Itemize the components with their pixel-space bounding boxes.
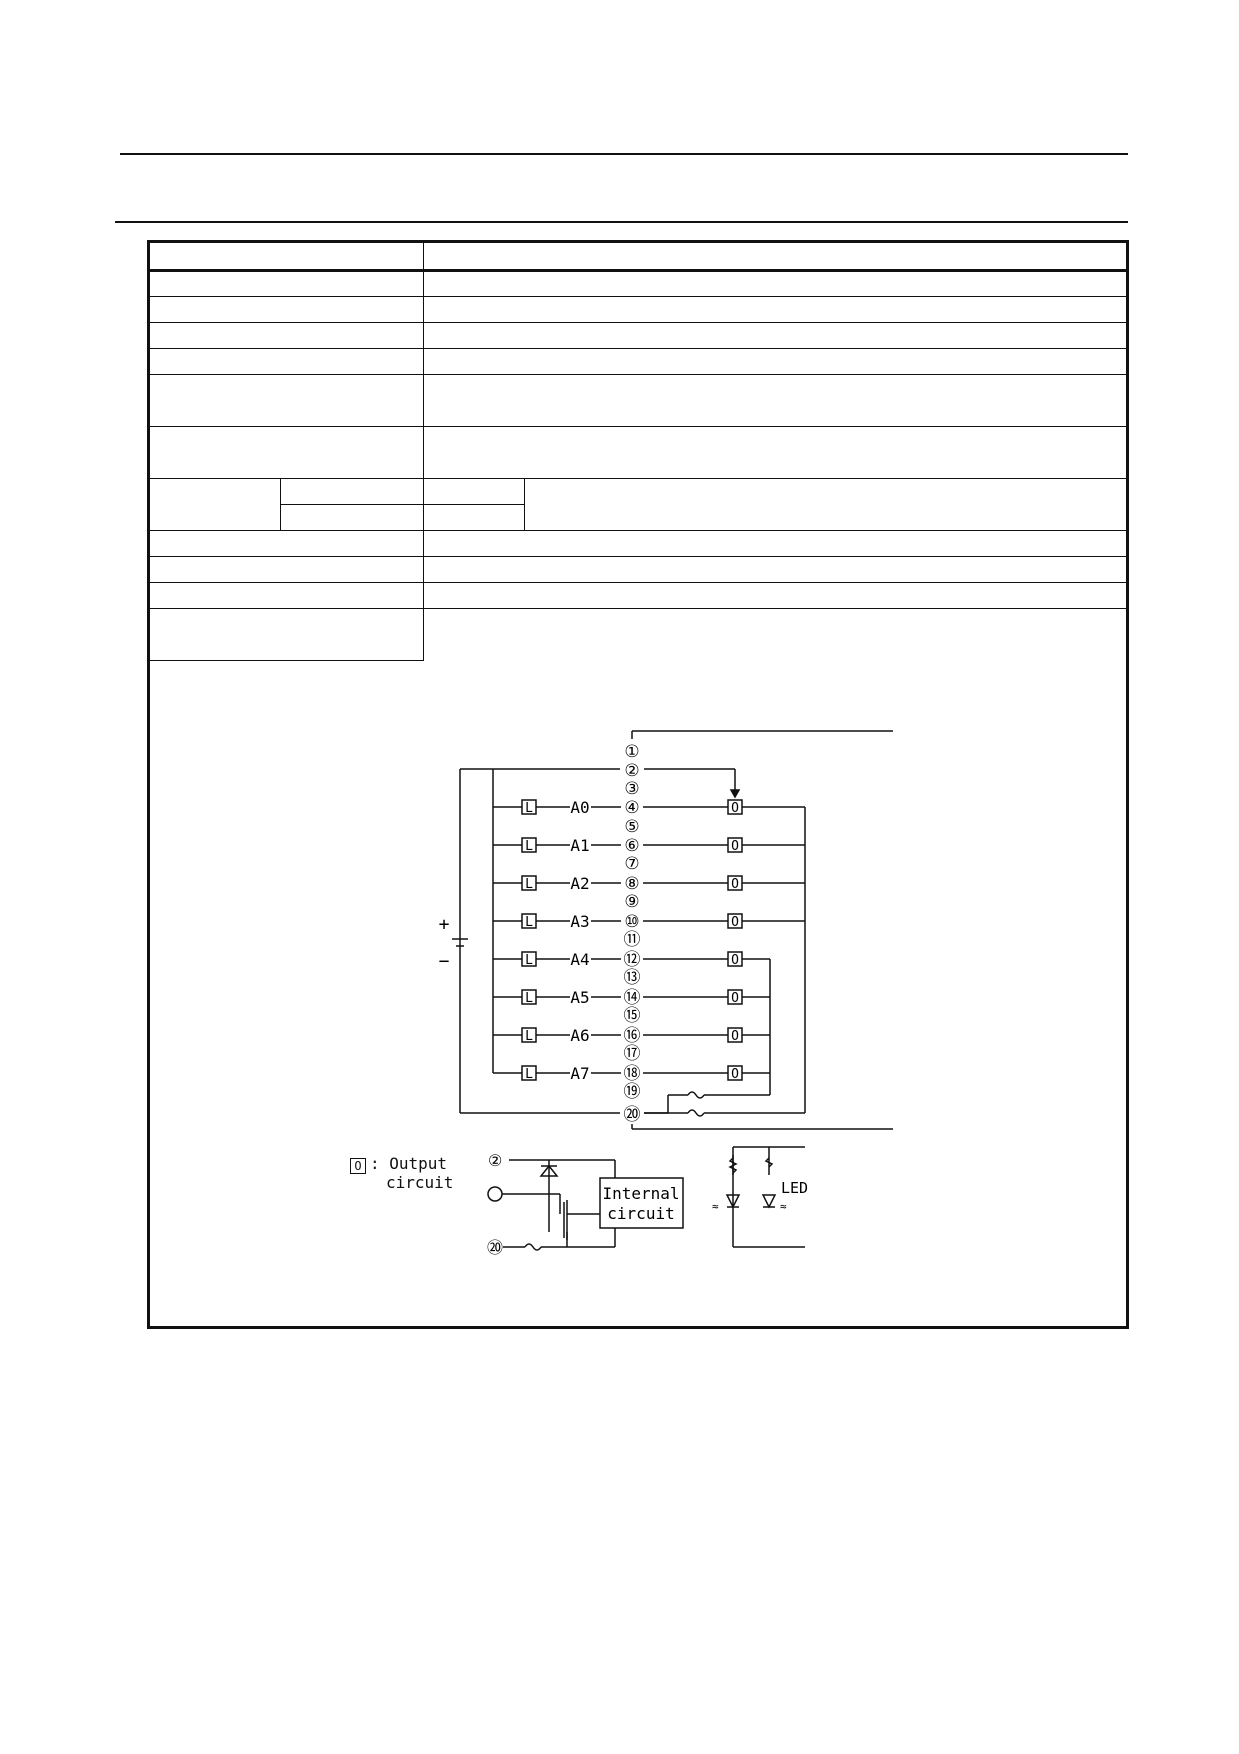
terminal-18: ⑱ xyxy=(624,1064,641,1084)
address-label: A2 xyxy=(570,874,589,893)
output-circuit-icon xyxy=(727,913,743,929)
table-header-row xyxy=(148,241,1129,272)
legend-terminal-top: ② xyxy=(488,1151,502,1170)
address-label: A6 xyxy=(570,1026,589,1045)
table-header-cell xyxy=(422,241,1129,272)
load-icon xyxy=(521,989,537,1005)
load-icon-label: L xyxy=(525,877,533,892)
output-circuit-icon xyxy=(727,1065,743,1081)
load-icon-label: L xyxy=(525,953,533,968)
table-row xyxy=(148,426,1129,479)
terminal-7: ⑦ xyxy=(624,854,639,874)
output-circuit-icon xyxy=(727,951,743,967)
address-label: A3 xyxy=(570,912,589,931)
address-label: A7 xyxy=(570,1064,589,1083)
minus-sign: − xyxy=(439,951,450,972)
internal-circuit-label: Internal xyxy=(602,1184,679,1203)
plus-sign: + xyxy=(439,914,450,935)
output-circuit-icon-label: O xyxy=(731,801,739,816)
load-icon xyxy=(521,837,537,853)
load-icon xyxy=(521,875,537,891)
terminal-2: ② xyxy=(624,761,639,781)
load-icon-label: L xyxy=(525,991,533,1006)
output-circuit-icon-label: O xyxy=(731,953,739,968)
header-rule-top xyxy=(120,153,1128,155)
output-circuit-icon-label: O xyxy=(731,1067,739,1082)
output-circuit-icon-label: O xyxy=(731,991,739,1006)
table-row xyxy=(148,530,1129,557)
light-emission-icon: ≈ xyxy=(712,1200,719,1213)
load-icon-label: L xyxy=(525,839,533,854)
table-row xyxy=(148,608,1128,661)
terminal-17: ⑰ xyxy=(624,1044,641,1064)
output-circuit-icon-label: O xyxy=(731,1029,739,1044)
terminal-5: ⑤ xyxy=(624,817,639,837)
output-legend-label: : Output xyxy=(370,1154,448,1173)
output-circuit-icon-label: O xyxy=(731,839,739,854)
table-row xyxy=(148,556,1129,583)
terminal-6: ⑥ xyxy=(624,836,639,856)
output-circuit-icon xyxy=(727,837,743,853)
output-symbol-icon: O xyxy=(350,1158,366,1174)
load-icon-label: L xyxy=(525,915,533,930)
terminal-8: ⑧ xyxy=(624,874,639,894)
output-circuit-icon xyxy=(727,799,743,815)
output-circuit-icon-label: O xyxy=(731,915,739,930)
output-circuit-icon xyxy=(727,875,743,891)
terminal-4: ④ xyxy=(624,798,639,818)
legend-terminal-bottom: ⑳ xyxy=(487,1238,503,1257)
terminal-13: ⑬ xyxy=(624,968,641,988)
spec-table xyxy=(148,241,1129,661)
load-icon-label: L xyxy=(525,1067,533,1082)
terminal-14: ⑭ xyxy=(624,988,641,1008)
load-icon-label: L xyxy=(525,1029,533,1044)
table-row xyxy=(148,478,1129,531)
address-label: A5 xyxy=(570,988,589,1007)
output-legend-label-2: circuit xyxy=(386,1173,454,1192)
output-circuit-icon xyxy=(727,1027,743,1043)
address-label: A1 xyxy=(570,836,589,855)
table-row xyxy=(148,582,1129,609)
internal-circuit-label-2: circuit xyxy=(607,1204,674,1223)
terminal-10: ⑩ xyxy=(624,912,639,932)
terminal-20: ⑳ xyxy=(624,1105,641,1125)
table-row xyxy=(148,348,1129,375)
terminal-11: ⑪ xyxy=(624,930,641,950)
terminal-19: ⑲ xyxy=(624,1082,641,1102)
output-circuit-icon-label: O xyxy=(731,877,739,892)
header-rule-bottom xyxy=(115,221,1128,223)
output-legend: O : Output circuit xyxy=(350,1154,830,1278)
table-row xyxy=(149,504,1128,531)
terminal-9: ⑨ xyxy=(624,892,639,912)
table-header-cell xyxy=(148,241,424,272)
terminal-12: ⑫ xyxy=(624,950,641,970)
load-icon xyxy=(521,913,537,929)
terminal-1: ① xyxy=(624,742,639,762)
address-label: A4 xyxy=(570,950,589,969)
load-icon-label: L xyxy=(525,801,533,816)
terminal-16: ⑯ xyxy=(624,1026,641,1046)
led-label: LED xyxy=(781,1179,808,1197)
address-label: A0 xyxy=(570,798,589,817)
load-icon xyxy=(521,799,537,815)
terminal-3: ③ xyxy=(624,779,639,799)
load-icon xyxy=(521,951,537,967)
light-emission-icon: ≈ xyxy=(780,1200,787,1213)
load-icon xyxy=(521,1065,537,1081)
output-circuit-icon xyxy=(727,989,743,1005)
load-icon xyxy=(521,1027,537,1043)
terminal-15: ⑮ xyxy=(624,1006,641,1026)
table-row xyxy=(148,270,1129,297)
